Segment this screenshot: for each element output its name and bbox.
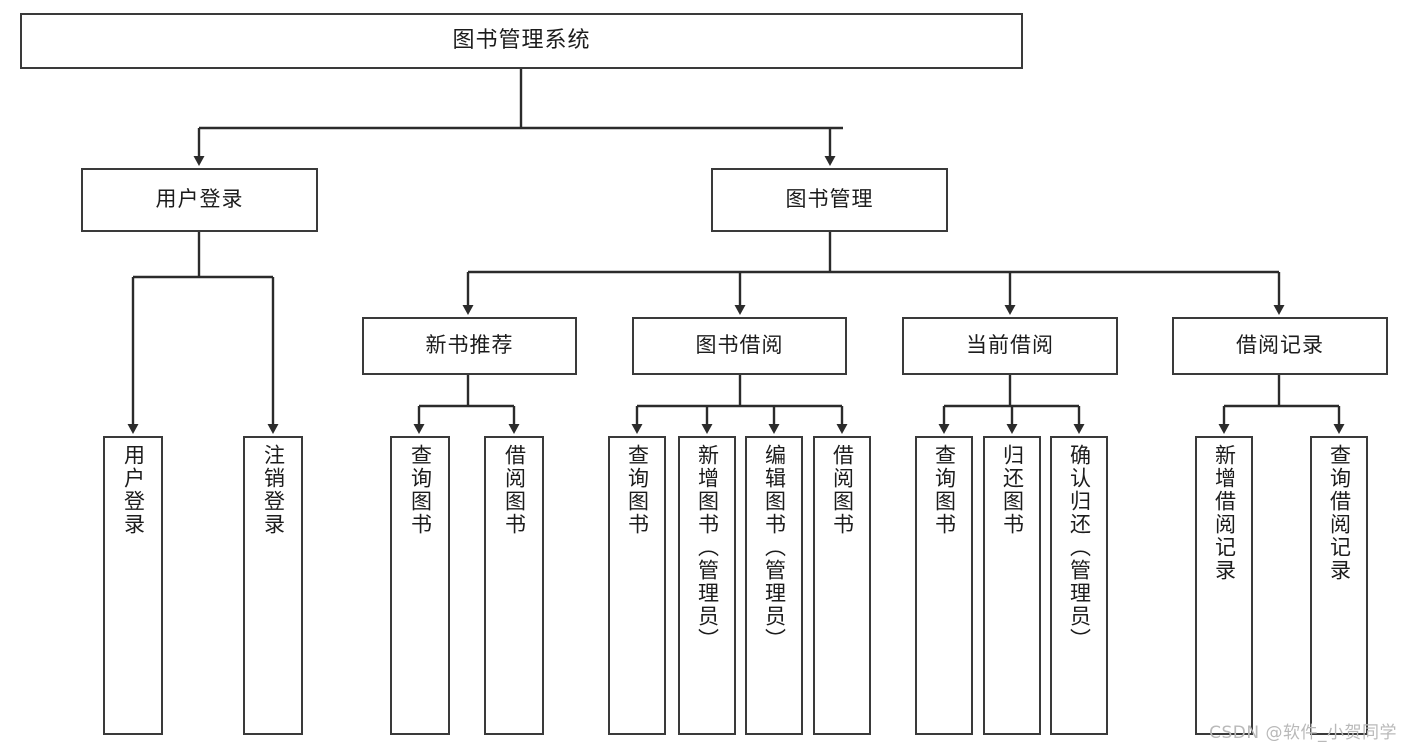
node-root-system[interactable]: 图书管理系统	[20, 13, 1023, 69]
leaf-label: 借阅图书	[502, 444, 527, 536]
leaf-node-user-login[interactable]: 用户登录	[103, 436, 163, 735]
node-level3-current-borrow[interactable]: 当前借阅	[902, 317, 1118, 375]
leaf-label: 查询借阅记录	[1327, 444, 1352, 582]
leaf-label: 查询图书	[408, 444, 433, 536]
leaf-node-borrow-book[interactable]: 借阅图书	[813, 436, 871, 735]
leaf-label: 用户登录	[121, 444, 146, 536]
leaf-node-query-book-borrow[interactable]: 查询图书	[608, 436, 666, 735]
node-level2-user-login[interactable]: 用户登录	[81, 168, 318, 232]
node-level2-book-management[interactable]: 图书管理	[711, 168, 948, 232]
leaf-node-logout[interactable]: 注销登录	[243, 436, 303, 735]
leaf-node-edit-book-admin[interactable]: 编辑图书（管理员）	[745, 436, 803, 735]
leaf-node-query-book-recommend[interactable]: 查询图书	[390, 436, 450, 735]
leaf-node-add-borrow-record[interactable]: 新增借阅记录	[1195, 436, 1253, 735]
leaf-label: 新增借阅记录	[1212, 444, 1237, 582]
leaf-label: 注销登录	[261, 444, 286, 536]
node-level3-book-borrow[interactable]: 图书借阅	[632, 317, 847, 375]
node-level3-borrow-record[interactable]: 借阅记录	[1172, 317, 1388, 375]
leaf-label: 确认归还（管理员）	[1067, 444, 1092, 651]
leaf-node-query-book-current[interactable]: 查询图书	[915, 436, 973, 735]
leaf-label: 查询图书	[625, 444, 650, 536]
node-level3-new-book-recommend[interactable]: 新书推荐	[362, 317, 577, 375]
leaf-label: 查询图书	[932, 444, 957, 536]
csdn-watermark: CSDN @软件_小贺同学	[1209, 723, 1397, 743]
leaf-node-borrow-book-recommend[interactable]: 借阅图书	[484, 436, 544, 735]
leaf-node-confirm-return-admin[interactable]: 确认归还（管理员）	[1050, 436, 1108, 735]
leaf-node-add-book-admin[interactable]: 新增图书（管理员）	[678, 436, 736, 735]
leaf-label: 编辑图书（管理员）	[762, 444, 787, 651]
leaf-node-query-borrow-record[interactable]: 查询借阅记录	[1310, 436, 1368, 735]
leaf-node-return-book[interactable]: 归还图书	[983, 436, 1041, 735]
leaf-label: 新增图书（管理员）	[695, 444, 720, 651]
leaf-label: 归还图书	[1000, 444, 1025, 536]
leaf-label: 借阅图书	[830, 444, 855, 536]
